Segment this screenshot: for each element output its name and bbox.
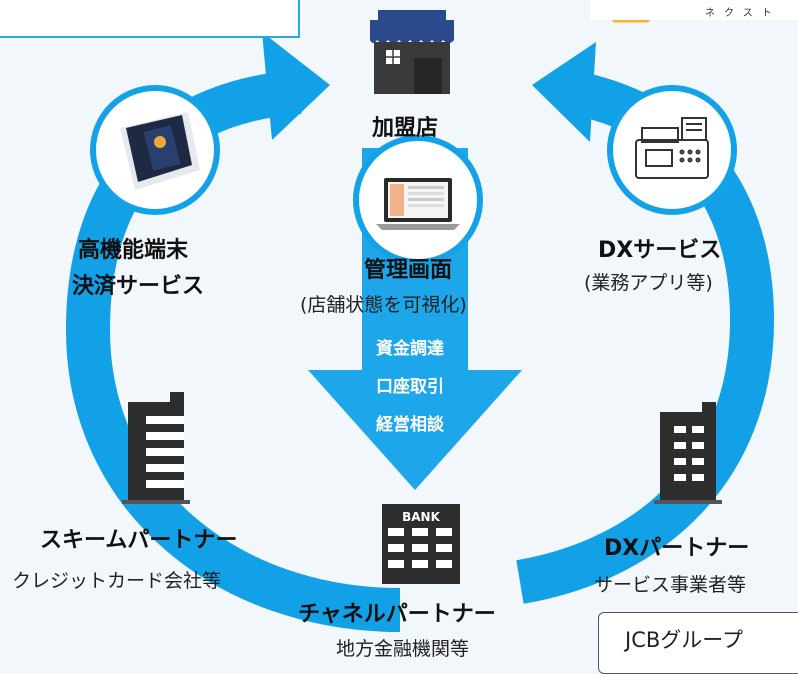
cash-register-icon xyxy=(635,117,709,179)
scheme-partner-title: スキームパートナー xyxy=(40,528,238,553)
cycle-arrowhead-right xyxy=(532,42,596,142)
flow-item-consulting: 経営相談 xyxy=(376,415,444,435)
channel-partner-subtitle: 地方金融機関等 xyxy=(336,638,470,660)
building-left-icon xyxy=(122,392,190,504)
terminal-label-line1: 高機能端末 xyxy=(78,238,189,263)
admin-subtitle: (店舗状態を可視化) xyxy=(300,294,467,316)
bank-icon: BANK xyxy=(382,504,460,584)
scheme-partner-subtitle: クレジットカード会社等 xyxy=(12,570,222,592)
cycle-arrowhead-left xyxy=(262,32,330,140)
admin-circle xyxy=(353,135,483,265)
dx-service-circle xyxy=(607,85,737,215)
flow-item-account: 口座取引 xyxy=(376,377,444,397)
admin-title: 管理画面 xyxy=(364,258,453,283)
logo-area xyxy=(590,0,798,20)
laptop-icon xyxy=(376,178,460,230)
group-label: JCBグループ xyxy=(625,628,744,652)
flow-item-funding: 資金調達 xyxy=(376,339,444,359)
logo-text: ネクスト xyxy=(705,8,781,19)
terminal-label-line2: 決済サービス xyxy=(72,274,205,299)
building-right-icon xyxy=(654,402,722,504)
dx-partner-title: DXパートナー xyxy=(604,536,750,561)
merchant-label: 加盟店 xyxy=(372,116,439,141)
store-icon xyxy=(370,10,454,94)
dx-partner-subtitle: サービス事業者等 xyxy=(594,574,747,596)
payment-terminal-icon xyxy=(120,112,200,190)
channel-partner-title: チャネルパートナー xyxy=(298,602,496,627)
dx-service-subtitle: (業務アプリ等) xyxy=(584,272,713,294)
top-left-callout-box xyxy=(0,0,300,38)
terminal-circle xyxy=(90,85,220,215)
dx-service-title: DXサービス xyxy=(598,238,722,263)
bank-sign: BANK xyxy=(402,510,440,524)
